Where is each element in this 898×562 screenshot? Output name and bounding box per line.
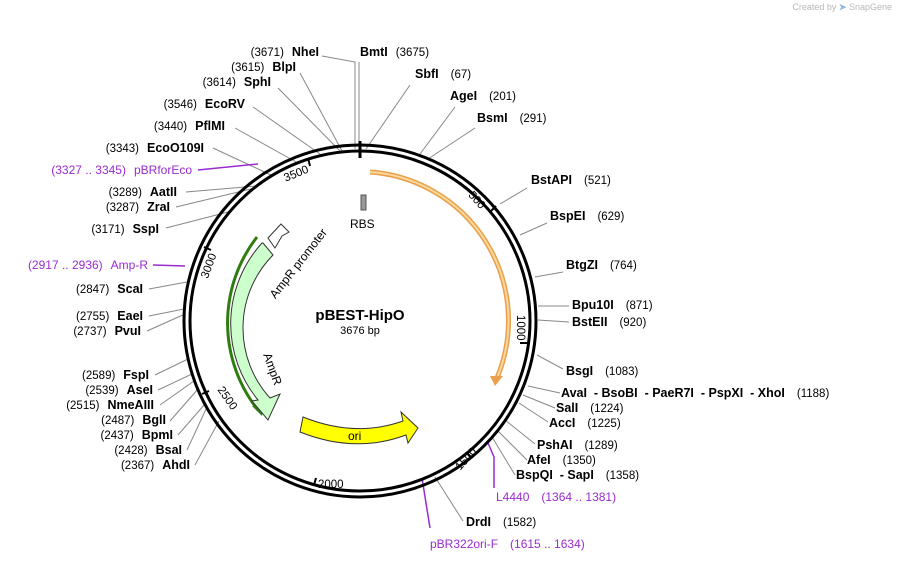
site-btgzi: BtgZI(764): [566, 258, 637, 272]
site-bstapi: BstAPI(521): [531, 173, 611, 187]
site-sapi-group: BspQI - SapI(1358): [516, 468, 639, 482]
rbs-label: RBS: [350, 217, 375, 231]
tick-label-500: 500: [466, 189, 488, 211]
tick-marks: [201, 157, 528, 486]
site-zrai: (3287)ZraI: [106, 200, 170, 214]
branding-logo-text: SnapGene: [848, 2, 892, 12]
site-sphi: (3614)SphI: [203, 75, 271, 89]
site-pshai: PshAI(1289): [537, 438, 618, 452]
site-aatii: (3289)AatII: [109, 185, 177, 199]
tick-label-2500: 2500: [215, 385, 240, 413]
plasmid-size: 3676 bp: [340, 325, 380, 337]
ampr-label: AmpR: [260, 351, 285, 387]
plasmid-name: pBEST-HipO: [315, 307, 404, 324]
site-leader-lines: [146, 55, 570, 522]
site-nmeaiii: (2515)NmeAIII: [66, 398, 154, 412]
ori-feature-arrow: [299, 410, 419, 445]
tick-label-2000: 2000: [318, 479, 344, 491]
primer-pbr322ori-f: pBR322ori-F(1615 .. 1634): [430, 537, 585, 551]
site-bpmi: (2437)BpmI: [101, 428, 174, 442]
site-xhoi-group: AvaI - BsoBI - PaeR7I - PspXI - XhoI(118…: [561, 386, 829, 400]
site-blpi: (3615)BlpI: [231, 60, 296, 74]
site-bspei: BspEI(629): [550, 209, 624, 223]
site-eaei: (2755)EaeI: [76, 309, 143, 323]
site-bmti: BmtI(3675): [360, 45, 429, 59]
site-pvui: (2737)PvuI: [73, 324, 141, 338]
ampr-outline-arc: [226, 236, 260, 411]
ampr-promoter-arrow: [267, 223, 290, 249]
primer-pbrforeco: (3327 .. 3345)pBRforEco: [51, 163, 192, 177]
primer-amp-r: (2917 .. 2936)Amp-R: [28, 258, 148, 272]
site-afei: AfeI(1350): [527, 453, 596, 467]
tick-label-1500: 1500: [453, 446, 479, 473]
hipo-gene-arc-fill: [369, 171, 510, 379]
left-restriction-sites: (3671)NheI (3615)BlpI (3614)SphI (3546)E…: [66, 45, 319, 472]
site-nhei: (3671)NheI: [251, 45, 319, 59]
site-agei: AgeI(201): [450, 89, 516, 103]
site-ahdi: (2367)AhdI: [121, 458, 190, 472]
snapgene-logo-icon: ➤: [838, 2, 847, 12]
site-acci: AccI(1225): [549, 416, 621, 430]
primer-labels: (3327 .. 3345)pBRforEco (2917 .. 2936)Am…: [28, 163, 616, 551]
site-ecoo109i: (3343)EcoO109I: [106, 141, 204, 155]
snapgene-branding: Created by ➤ SnapGene: [792, 2, 892, 13]
site-bsmi: BsmI(291): [477, 111, 547, 125]
site-drdi: DrdI(1582): [466, 515, 536, 529]
site-bsgi: BsgI(1083): [566, 364, 639, 378]
site-sali: SalI(1224): [556, 401, 624, 415]
site-bgli: (2487)BglI: [101, 413, 166, 427]
site-sspi: (3171)SspI: [91, 222, 159, 236]
hipo-gene-arrowhead: [490, 376, 503, 386]
right-restriction-sites: BmtI(3675) SbfI(67) AgeI(201) BsmI(291) …: [360, 45, 829, 529]
site-scai: (2847)ScaI: [76, 282, 143, 296]
ori-label: ori: [348, 429, 361, 443]
site-asei: (2539)AseI: [85, 383, 153, 397]
ampr-feature-arrow: [230, 242, 281, 421]
tick-label-1000: 1000: [514, 315, 526, 341]
site-fspi: (2589)FspI: [82, 368, 149, 382]
site-bsteii: BstEII(920): [572, 315, 646, 329]
rbs-feature: [360, 194, 367, 211]
branding-prefix: Created by: [792, 2, 837, 12]
site-pflmi: (3440)PflMI: [154, 119, 225, 133]
site-bpu10i: Bpu10I(871): [572, 298, 653, 312]
site-sbfi: SbfI(67): [415, 67, 471, 81]
site-bsai: (2428)BsaI: [114, 443, 182, 457]
site-ecorv: (3546)EcoRV: [164, 97, 246, 111]
primer-l4440: L4440(1364 .. 1381): [496, 490, 616, 504]
